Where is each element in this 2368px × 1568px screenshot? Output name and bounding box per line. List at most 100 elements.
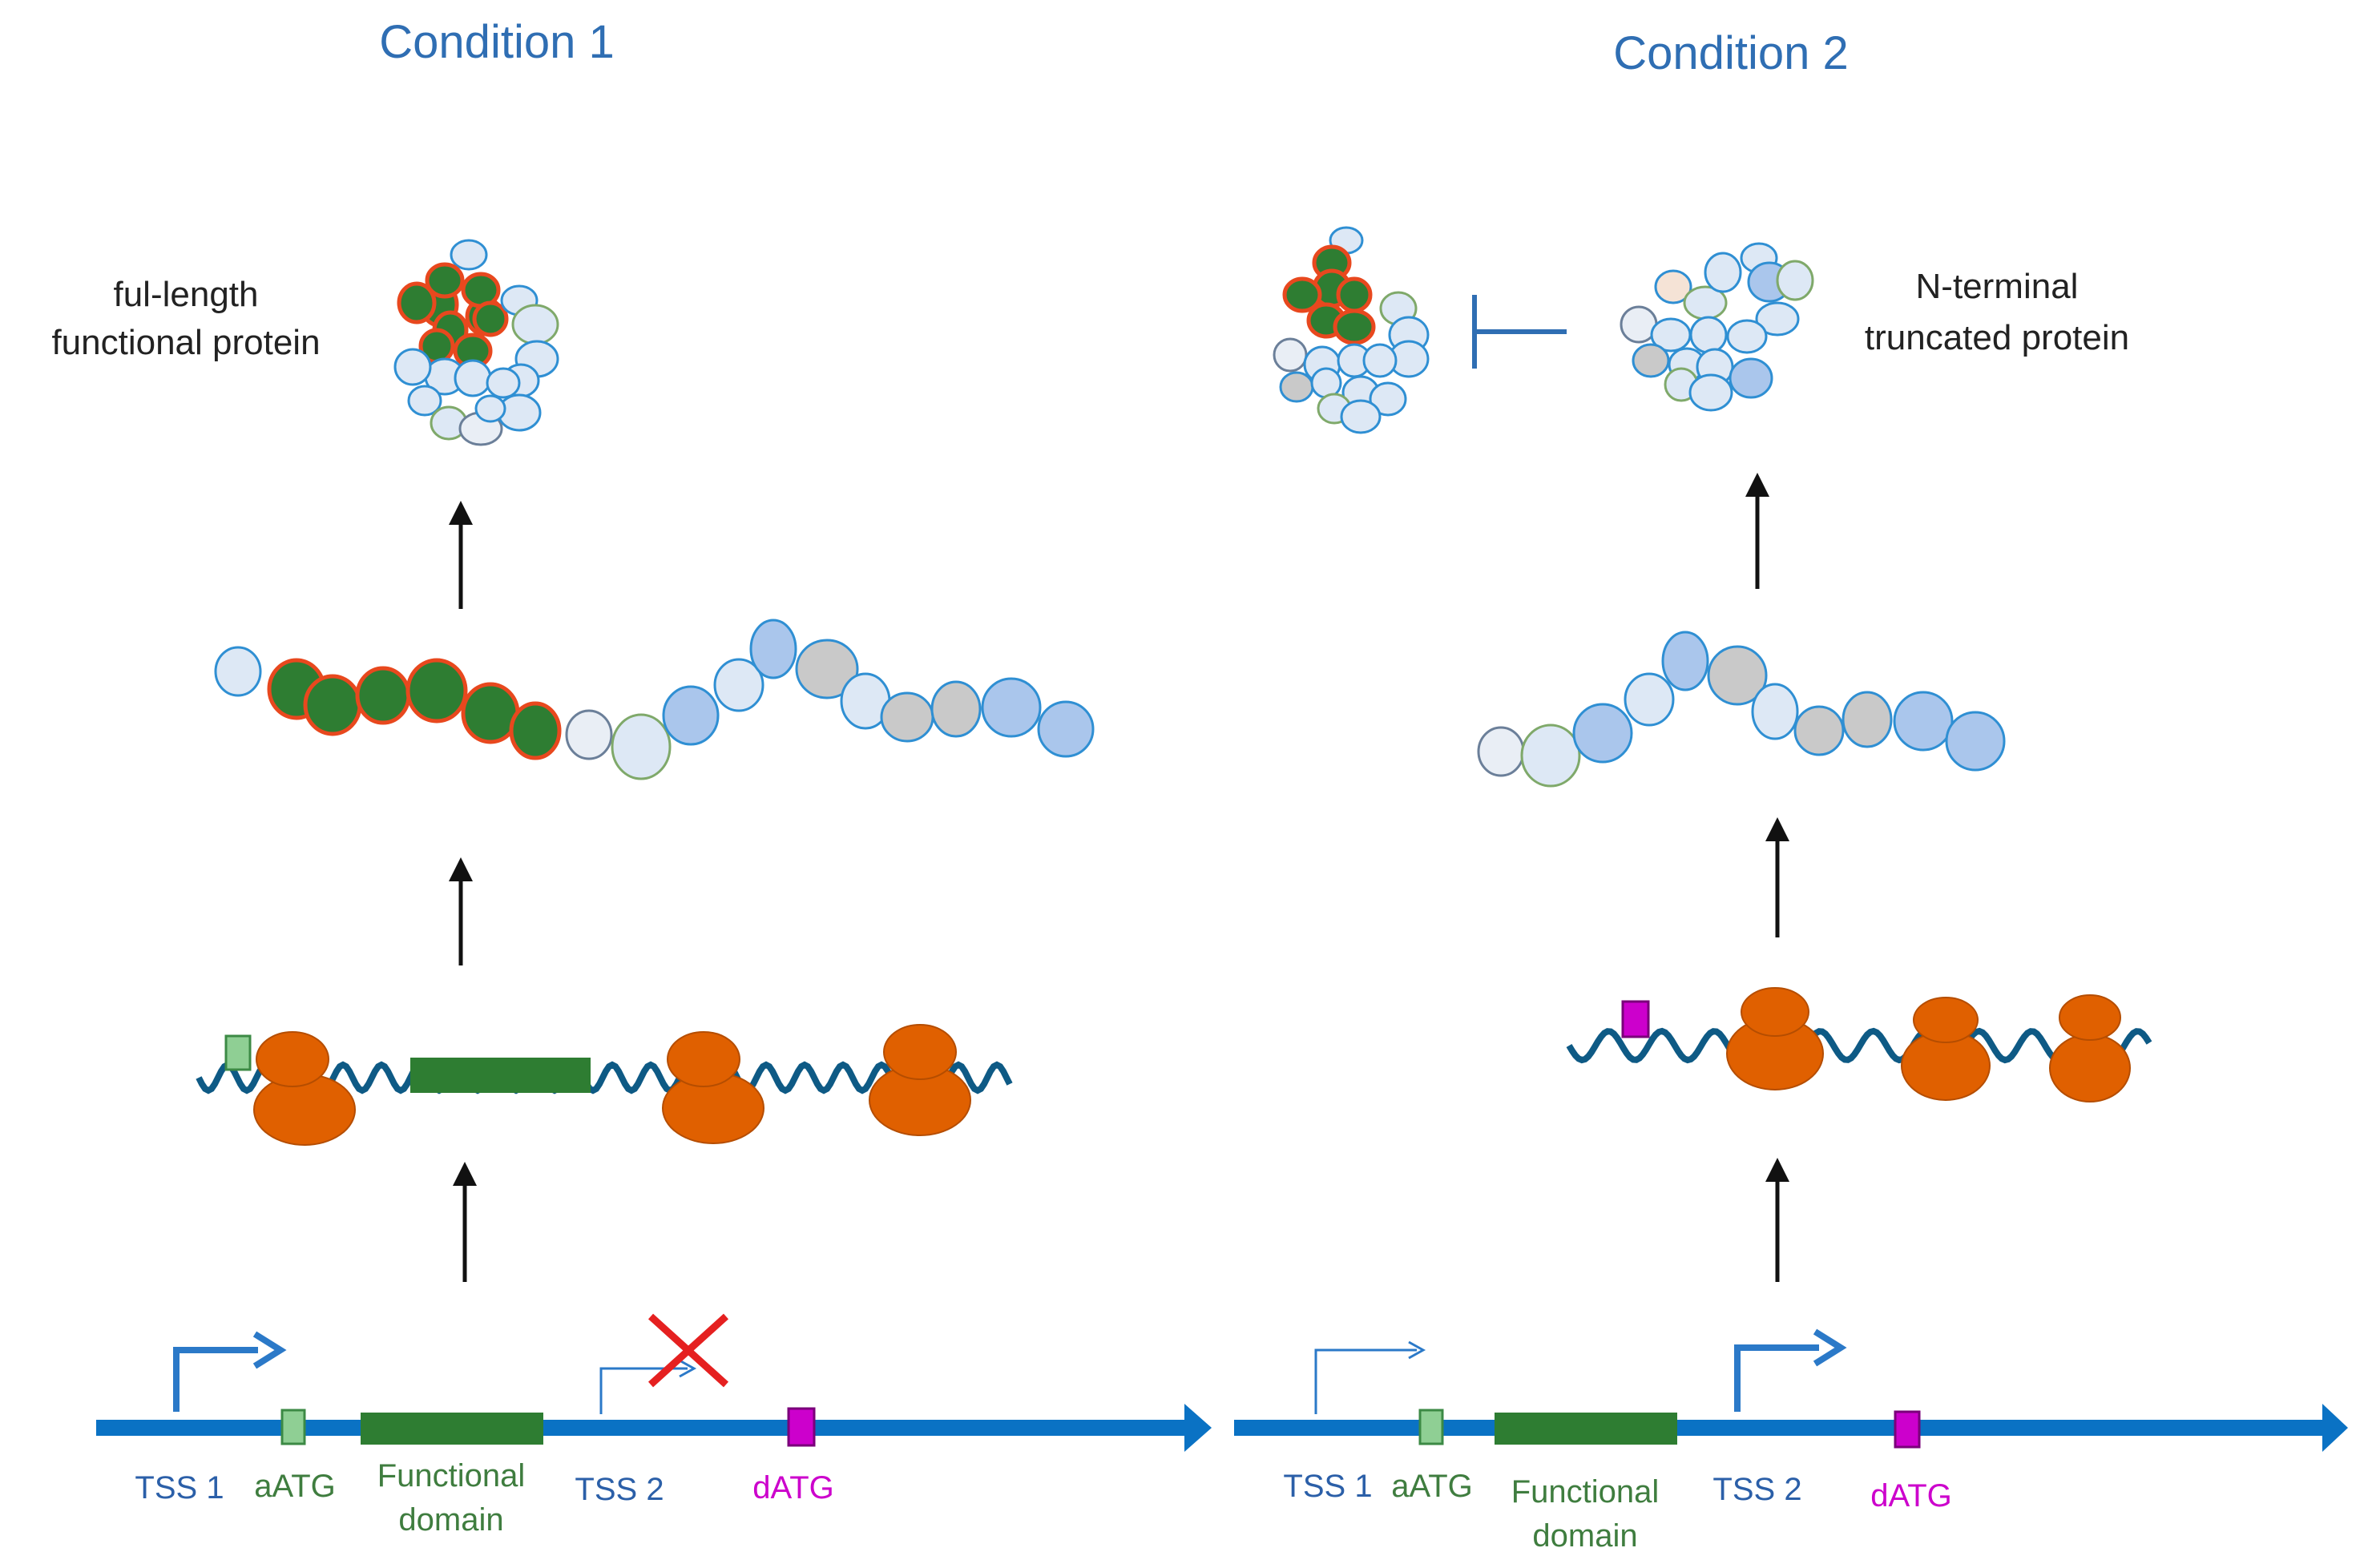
mrna-translation-condition-1 xyxy=(196,1024,1013,1146)
folded-full-length-protein xyxy=(1273,226,1430,434)
residue xyxy=(1661,631,1709,691)
datg-label: dATG xyxy=(1870,1478,1952,1514)
protein-caption-line2: functional protein xyxy=(51,323,320,362)
datg-box xyxy=(787,1407,816,1447)
aatg-box xyxy=(280,1409,306,1445)
functional-domain-label-line2: domain xyxy=(398,1502,503,1538)
residue xyxy=(511,304,559,345)
functional-residue xyxy=(509,701,562,760)
residue xyxy=(454,359,492,397)
functional-residue xyxy=(1282,276,1322,313)
functional-residue xyxy=(355,666,411,725)
residue xyxy=(1310,367,1342,399)
ribosome-icon xyxy=(1901,997,1991,1101)
residue xyxy=(450,239,488,271)
residue xyxy=(795,639,859,699)
aatg-label: aATG xyxy=(1391,1469,1473,1504)
residue xyxy=(981,677,1042,738)
panel-condition-1: ful-length functional protein xyxy=(51,239,1212,1538)
residue xyxy=(930,680,982,738)
inhibition-bar-icon xyxy=(1472,295,1567,369)
functional-residue xyxy=(397,281,437,324)
ribosome-icon xyxy=(869,1024,971,1136)
functional-domain-box xyxy=(361,1413,543,1445)
residue xyxy=(662,685,720,746)
residue xyxy=(1340,399,1382,434)
datg-box xyxy=(1894,1410,1921,1449)
tss2-label: TSS 2 xyxy=(575,1472,664,1507)
functional-residue xyxy=(425,262,465,299)
residue xyxy=(1945,711,2006,772)
panel2-title: Condition 2 xyxy=(1613,27,1848,79)
residue xyxy=(1279,371,1314,403)
residue xyxy=(1751,683,1799,740)
residue xyxy=(1893,691,1954,752)
ribosome-icon xyxy=(2049,994,2131,1102)
functional-residue xyxy=(303,674,362,736)
residue xyxy=(214,646,262,697)
functional-domain-region xyxy=(410,1058,591,1093)
gene-condition-1: TSS 1 aATG Functional domain TSS 2 dATG xyxy=(96,1313,1212,1538)
gene-condition-2: TSS 1 aATG Functional domain TSS 2 dATG xyxy=(1234,1328,2348,1554)
residue xyxy=(1755,301,1800,337)
tss2-inactive-arrow-icon xyxy=(599,1359,697,1414)
residue xyxy=(1688,373,1733,412)
residue xyxy=(1689,316,1728,354)
ribosome-icon xyxy=(1726,987,1824,1090)
functional-domain-label-line1: Functional xyxy=(377,1458,526,1493)
aatg-start-codon xyxy=(224,1034,252,1071)
tss1-inactive-arrow-icon xyxy=(1314,1340,1426,1414)
datg-label: dATG xyxy=(752,1470,834,1506)
mrna-translation-condition-2 xyxy=(1566,987,2152,1102)
residue xyxy=(1273,337,1308,373)
residue xyxy=(749,619,797,679)
protein-caption-line1: N-terminal xyxy=(1916,267,2079,306)
aatg-label: aATG xyxy=(254,1469,336,1504)
residue xyxy=(565,709,613,760)
residue xyxy=(611,713,672,780)
residue xyxy=(1729,357,1773,399)
residue xyxy=(1793,705,1845,756)
residue xyxy=(1726,319,1768,354)
residue xyxy=(1369,381,1407,417)
datg-start-codon xyxy=(1621,1000,1650,1038)
ribosome-icon xyxy=(253,1031,356,1146)
residue xyxy=(486,367,521,399)
residue xyxy=(1477,726,1525,777)
panel-condition-2: N-terminal truncated protein xyxy=(1234,226,2348,1554)
tss1-label: TSS 1 xyxy=(135,1470,224,1506)
protein-caption-line1: ful-length xyxy=(113,275,258,314)
aatg-box xyxy=(1418,1409,1444,1445)
tss2-active-arrow-icon xyxy=(1734,1328,1847,1412)
functional-domain-label-line1: Functional xyxy=(1511,1474,1660,1510)
folded-truncated-protein xyxy=(1620,242,1814,412)
functional-domain-box xyxy=(1495,1413,1677,1445)
genome-arrowhead xyxy=(1184,1404,1212,1452)
residue xyxy=(713,658,764,712)
residue xyxy=(474,394,506,423)
residue xyxy=(1842,691,1893,748)
residue xyxy=(393,348,432,386)
residue xyxy=(1520,724,1581,788)
residue xyxy=(1632,343,1670,378)
residue xyxy=(407,385,442,417)
folded-full-length-protein xyxy=(393,239,559,446)
red-cross-icon xyxy=(647,1313,729,1388)
residue xyxy=(880,691,934,743)
residue xyxy=(1654,269,1692,304)
functional-domain-label-line2: domain xyxy=(1532,1518,1637,1554)
tss1-active-arrow-icon xyxy=(173,1331,287,1412)
mrna-strand xyxy=(196,1061,1013,1094)
genome-arrowhead xyxy=(2322,1404,2348,1452)
ribosome-icon xyxy=(662,1031,764,1144)
functional-residue xyxy=(1333,308,1376,345)
residue xyxy=(1776,260,1814,301)
residue xyxy=(1037,700,1095,758)
functional-residue xyxy=(1336,276,1373,313)
residue xyxy=(1704,252,1742,293)
panel1-title: Condition 1 xyxy=(379,16,614,68)
residue xyxy=(1362,343,1398,378)
residue xyxy=(1572,703,1633,764)
